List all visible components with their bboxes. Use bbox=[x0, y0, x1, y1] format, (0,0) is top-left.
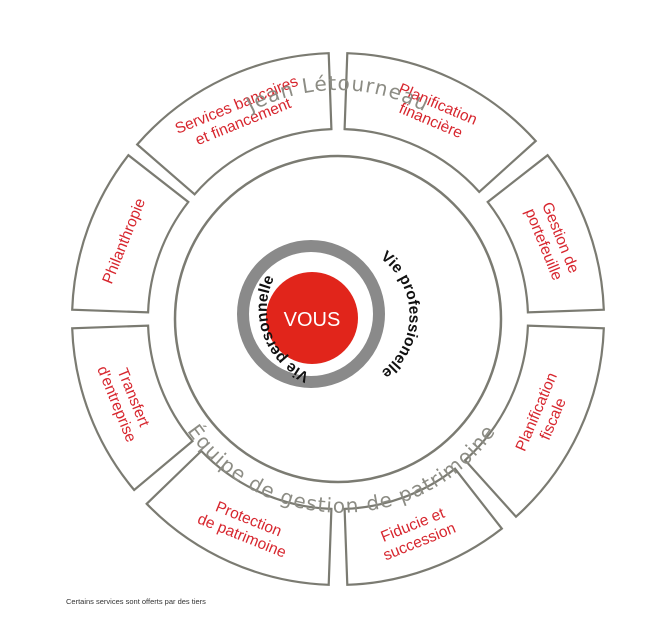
segment-protection-patrimoine bbox=[145, 449, 333, 586]
team-ring-circle bbox=[173, 154, 503, 484]
segment-fiducie-succession bbox=[343, 467, 504, 586]
segment-philanthropie bbox=[71, 153, 190, 314]
segment-gestion-portefeuille bbox=[486, 153, 605, 314]
segment-transfert-entreprise bbox=[71, 324, 195, 492]
vous-label: VOUS bbox=[284, 309, 341, 331]
segment-planification-fiscale bbox=[463, 324, 605, 519]
core-outer-ring bbox=[237, 240, 385, 388]
core-rings: VOUS Vie personnelle Vie professionelle bbox=[237, 240, 423, 388]
vous-circle bbox=[266, 272, 358, 364]
segment-services-bancaires bbox=[135, 52, 333, 196]
segment-planification-financiere bbox=[343, 52, 538, 194]
footnote: Certains services sont offerts par des t… bbox=[66, 597, 206, 606]
